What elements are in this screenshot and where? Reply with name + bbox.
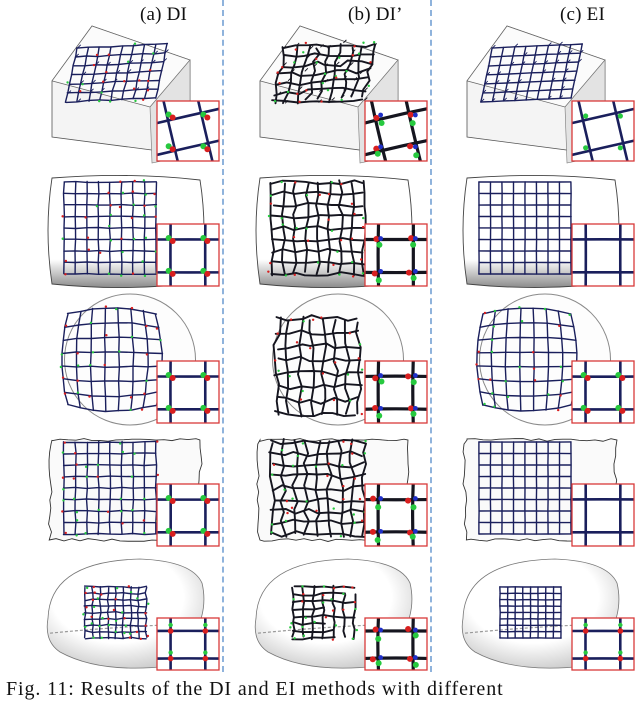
zoom-inset [156,100,220,162]
panel-a-slab [32,430,228,550]
zoom-inset [364,360,428,424]
column-title-c: (c) EI [560,4,605,25]
figure-caption: Fig. 11: Results of the DI and EI method… [6,678,504,700]
panel-b-slab [240,430,436,550]
calibration-grid [59,305,164,413]
calibration-grid [268,438,368,538]
column-title-b: (b) DI’ [348,4,403,25]
zoom-inset [156,360,220,424]
calibration-grid [499,586,562,639]
zoom-inset [156,223,220,287]
calibration-grid [267,179,367,278]
panel-a-disc [32,292,228,427]
calibration-grid [478,181,572,275]
zoom-inset [364,223,428,287]
panel-c-cylinder [447,170,640,290]
panel-b-sphere [240,555,436,671]
calibration-grid [61,179,159,278]
zoom-inset [364,100,428,162]
panel-b-disc [240,292,436,427]
panel-a-cube [32,20,228,165]
calibration-grid [289,584,359,641]
zoom-inset [571,100,635,162]
zoom-inset [571,483,635,547]
panel-c-disc [447,292,640,427]
zoom-inset [571,360,635,424]
calibration-grid [272,314,364,418]
panel-b-cube [240,20,436,165]
zoom-inset [156,483,220,547]
dashed-divider-1 [222,0,224,672]
panel-a-cylinder [32,170,228,290]
panel-c-slab [447,430,640,550]
zoom-inset [156,617,220,671]
dashed-divider-2 [430,0,432,672]
calibration-grid [61,440,160,537]
panel-c-sphere [447,555,640,671]
calibration-grid [82,585,150,641]
calibration-grid [271,39,378,105]
calibration-grid [478,441,572,535]
zoom-inset [571,223,635,287]
zoom-inset [571,617,635,671]
zoom-inset [364,617,428,671]
calibration-grid [480,41,584,103]
zoom-inset [364,483,428,547]
panel-a-sphere [32,555,228,671]
panel-b-cylinder [240,170,436,290]
calibration-grid [64,42,169,104]
column-title-a: (a) DI [140,4,188,25]
panel-c-cube [447,20,640,165]
